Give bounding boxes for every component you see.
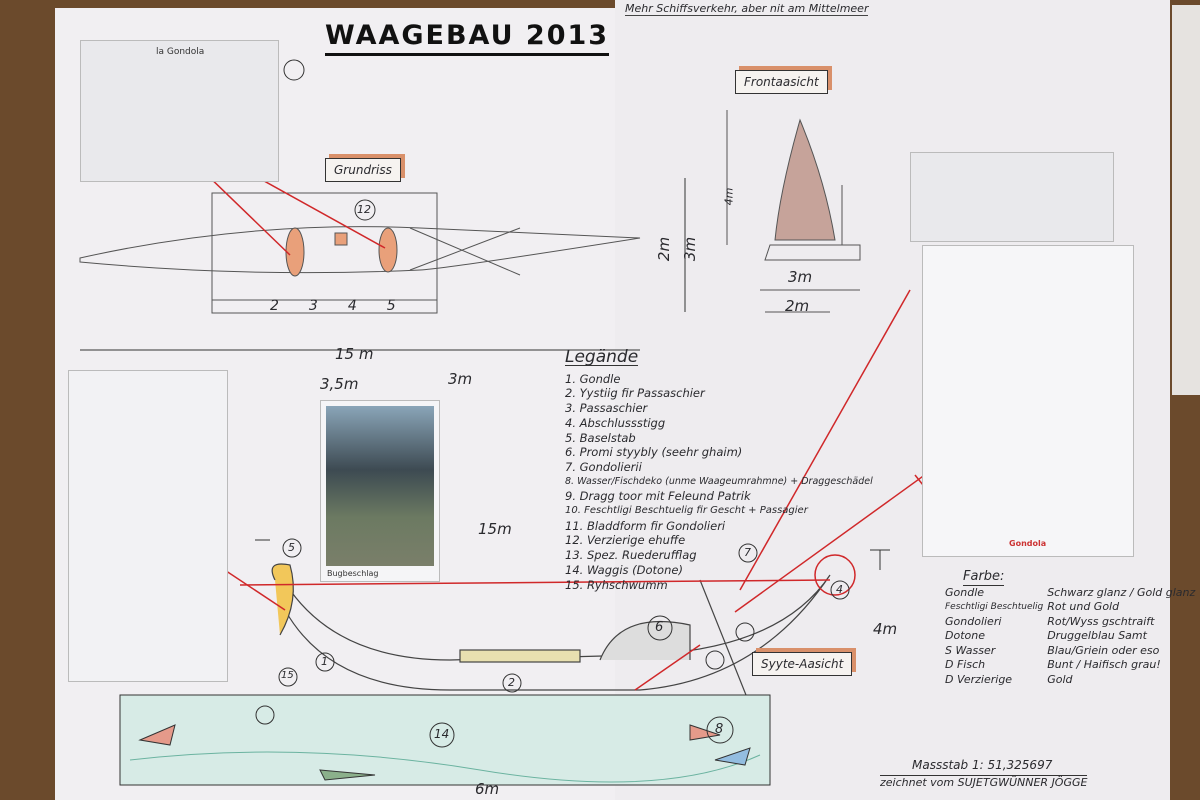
water-decoration [119,694,771,786]
floor-plan-label: Grundriss [325,158,401,182]
callout-5: 5 [288,541,295,554]
callout-7: 7 [744,546,751,559]
color-row: D Verzierige Gold [945,673,1199,688]
legend-item: 5. Baselstab [565,430,636,445]
callout-2: 2 [508,676,515,689]
color-row: D Fisch Bunt / Haifisch grau! [945,658,1199,673]
signature: zeichnet vom SUJETGWÜNNER JÖGGE [880,775,1088,789]
legend: Legände 1. Gondle 2. Yystiig fir Passasc… [565,347,873,592]
color-value: Gold [1047,672,1073,686]
legend-item: 15. Ryhschwumm [565,577,668,592]
legend-item: 2. Yystiig fir Passaschier [565,386,705,401]
callout-14: 14 [434,727,450,741]
poster-motto: Mehr Schiffsverkehr, aber nit am Mittelm… [625,2,869,16]
legend-item: 1. Gondle [565,371,621,386]
color-row: Gondle Schwarz glanz / Gold glanz [945,586,1199,601]
callout-1: 1 [321,655,328,668]
side-view-drawing [271,563,831,731]
color-part: D Fisch [945,658,986,671]
dim-front-width-outer: 3m [788,268,813,286]
color-value: Schwarz glanz / Gold glanz [1047,585,1196,599]
side-view-label: Syyte-Aasicht [752,652,853,676]
color-table-heading: Farbe: [963,569,1005,586]
dim-front-height: 4m [722,187,736,206]
callout-6: 6 [655,620,664,635]
floor-plan-section-numbers: 2 3 4 5 [270,298,396,314]
gondola-reference-print: Gondola [922,245,1134,557]
legend-item: 6. Promi styybly (seehr ghaim) [565,445,743,460]
callout-15: 15 [281,670,294,681]
adjacent-poster [1172,5,1200,395]
callout-4: 4 [836,583,843,596]
dim-water-length: 6m [475,780,500,798]
bow-photo: Bugbeschlag [320,400,440,582]
color-value: Bunt / Haifisch grau! [1047,658,1161,671]
front-view-drawing [726,110,861,313]
legend-item: 11. Bladdform fir Gondolieri [565,518,726,533]
section-number: 5 [386,298,396,314]
color-row: Dotone Druggelblau Samt [945,629,1199,644]
color-part: Gondle [945,585,985,599]
callout-markers [255,59,850,748]
color-value: Blau/Griein oder eso [1047,643,1160,657]
color-part: Dotone [945,629,985,642]
legend-item: 3. Passaschier [565,401,648,416]
color-row: S Wasser Blau/Griein oder eso [945,644,1199,659]
legend-item: 4. Abschlussstigg [565,415,666,430]
dim-front-width-inner: 2m [785,297,810,315]
legend-heading: Legände [565,347,639,367]
color-row: Gondolieri Rot/Wyss gschtraift [945,615,1199,630]
callout-8: 8 [715,722,724,737]
poster-title: WAAGEBAU 2013 [325,20,610,56]
color-part: Gondolieri [945,614,1002,628]
legend-item: 13. Spez. Ruederufflag [565,548,697,563]
section-number: 4 [347,298,357,314]
front-view-label: Frontaasicht [735,70,828,94]
color-table: Farbe: Gondle Schwarz glanz / Gold glanz … [945,569,1199,688]
photo-caption: Bugbeschlag [327,569,379,578]
reference-caption: Gondola [1009,539,1047,548]
color-part: Feschtligi Beschtuelig [945,602,1044,612]
gondola-blueprint-print [910,152,1114,242]
dim-length-total: 15 m [335,345,374,363]
callout-12: 12 [357,203,371,216]
dim-segment-b: 3m [448,370,473,388]
legend-item: 14. Waggis (Dotone) [565,562,683,577]
legend-item: 10. Feschtligi Beschtuelig fir Gescht + … [565,505,808,517]
stern-detail-print [68,370,228,682]
dimension-lines [80,178,890,570]
legend-item: 9. Dragg toor mit Feleund Patrik [565,489,751,504]
dim-segment-a: 3,5m [320,375,359,393]
color-value: Rot/Wyss gschtraift [1047,614,1155,628]
color-table-rows: Gondle Schwarz glanz / Gold glanz Feschtl… [945,586,1199,688]
color-value: Rot und Gold [1047,600,1120,613]
section-number: 2 [270,298,279,314]
dim-plan-width-inner: 2m [655,236,674,262]
dim-length-side: 15m [478,520,512,538]
dim-side-height: 4m [873,620,898,638]
legend-item: 7. Gondolierii [565,459,642,474]
color-part: S Wasser [945,643,996,657]
floor-plan-drawing [79,192,641,314]
legend-item: 8. Wasser/Fischdeko (unme Waageumrahmne)… [565,475,873,487]
dim-plan-width-outer: 3m [681,236,700,262]
section-number: 3 [308,298,318,314]
bow-photo-image [326,406,434,566]
brochure-caption: la Gondola [156,47,205,57]
color-value: Druggelblau Samt [1047,629,1147,642]
scale-note: Massstab 1: 51,325697 [912,758,1053,772]
color-part: D Verzierige [945,672,1013,686]
gondola-brochure-print: la Gondola [80,40,279,182]
legend-item: 12. Verzierige ehuffe [565,533,686,548]
